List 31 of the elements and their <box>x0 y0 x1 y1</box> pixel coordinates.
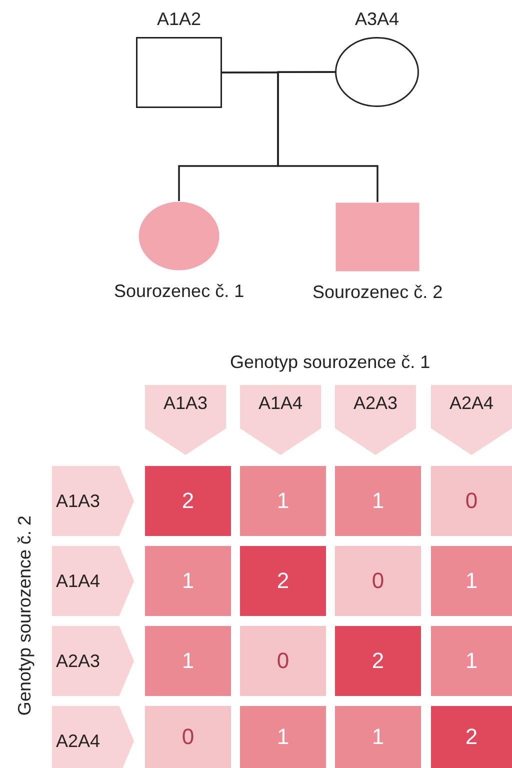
shared-allele-count-cell: 0 <box>335 546 421 616</box>
genotype-label: A3A4 <box>355 9 400 30</box>
genotype-header: A1A4 <box>240 385 321 455</box>
sibling-label: Sourozenec č. 1 <box>114 281 244 302</box>
genotype-header: A2A4 <box>431 385 512 455</box>
pedigree-line <box>277 71 378 202</box>
shared-allele-count-cell: 2 <box>335 626 421 696</box>
shared-allele-count-cell: 1 <box>145 626 231 696</box>
shared-allele-count-cell: 0 <box>240 626 326 696</box>
shared-allele-count-cell: 1 <box>240 466 326 536</box>
shared-allele-count-cell: 2 <box>240 546 326 616</box>
shared-allele-count-cell: 0 <box>431 466 512 536</box>
axis-title: Genotyp sourozence č. 1 <box>230 352 430 373</box>
shared-allele-count-cell: 1 <box>240 706 326 768</box>
shared-allele-count-cell: 2 <box>431 706 512 768</box>
genotype-header: A1A3 <box>52 466 134 536</box>
genotype-header: A1A4 <box>52 546 134 616</box>
axis-title: Genotyp sourozence č. 2 <box>14 514 36 716</box>
shared-allele-count-cell: 1 <box>431 626 512 696</box>
shared-allele-count-cell: 1 <box>431 546 512 616</box>
shared-allele-count-cell: 2 <box>145 466 231 536</box>
genotype-label: A1A2 <box>157 9 202 30</box>
genotype-header: A2A3 <box>335 385 416 455</box>
shared-allele-count-cell: 1 <box>335 706 421 768</box>
genotype-header: A2A4 <box>52 706 134 768</box>
genotype-header: A1A3 <box>145 385 226 455</box>
shared-allele-count-cell: 1 <box>335 466 421 536</box>
shared-allele-count-cell: 1 <box>145 546 231 616</box>
sibling-label: Sourozenec č. 2 <box>312 282 443 303</box>
shared-allele-count-cell: 0 <box>145 706 231 768</box>
genotype-header: A2A3 <box>52 626 134 696</box>
